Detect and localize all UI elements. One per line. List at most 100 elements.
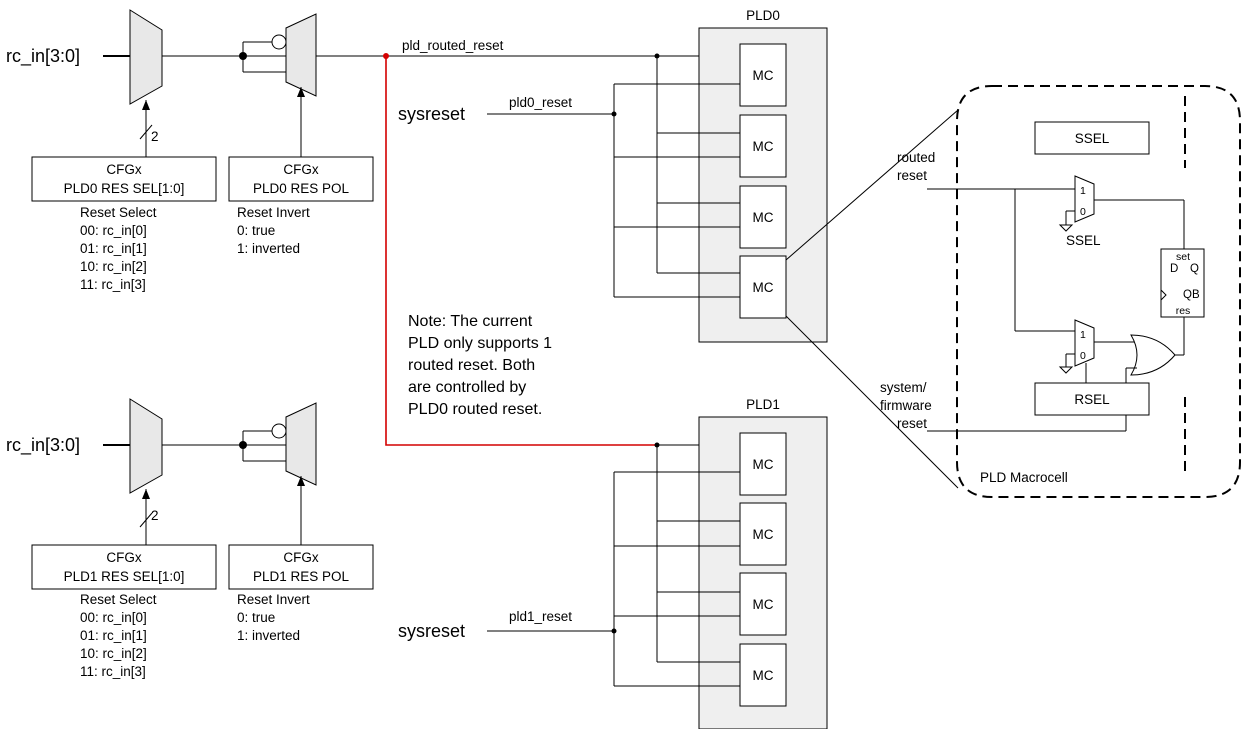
ff-res-label: res — [1176, 305, 1191, 317]
pld0-mc-1 — [739, 43, 787, 107]
note-line-3: routed reset. Both — [408, 357, 535, 374]
top-reset-path: rc_in[3:0] pld_routed_reset 2 CFGx PLD0 … — [6, 9, 740, 292]
bottom-select-legend-00: 00: rc_in[0] — [80, 610, 147, 625]
routing-note: Note: The current PLD only supports 1 ro… — [408, 313, 552, 418]
pld1-mc-1 — [739, 432, 787, 496]
top-select-mux — [129, 9, 163, 105]
system-reset-label-3: reset — [897, 416, 927, 431]
bottom-select-legend-11: 11: rc_in[3] — [80, 664, 146, 679]
set-mux-in1: 1 — [1080, 185, 1086, 197]
ff-q-label: Q — [1190, 263, 1199, 275]
rsel-box — [1034, 382, 1150, 416]
pld0-reset-signal: pld0_reset — [509, 95, 572, 110]
pld0-mc-3 — [739, 185, 787, 249]
ssel-box-label: SSEL — [1075, 131, 1110, 146]
ssel-mux-label: SSEL — [1066, 233, 1101, 248]
pld0-mc-4-label: MC — [753, 280, 774, 295]
bottom-select-legend-title: Reset Select — [80, 592, 157, 607]
top-select-legend-01: 01: rc_in[1] — [80, 241, 147, 256]
ff-set-label: set — [1176, 251, 1190, 263]
pld0-title: PLD0 — [746, 8, 780, 23]
pld1-mc-1-label: MC — [753, 457, 774, 472]
pld1-reset-signal: pld1_reset — [509, 609, 572, 624]
top-bus-width: 2 — [151, 129, 159, 144]
bottom-sel-cfg-line1: CFGx — [106, 550, 141, 565]
ssel-box — [1034, 121, 1150, 155]
note-line-1: Note: The current — [408, 313, 533, 330]
or-gate — [1130, 334, 1176, 376]
bottom-pol-cfg-line2: PLD1 RES POL — [253, 569, 350, 584]
sysreset-top-label: sysreset — [398, 104, 465, 124]
ff-qb-label: QB — [1183, 289, 1200, 301]
note-line-5: PLD0 routed reset. — [408, 401, 542, 418]
reset-mux-in1: 1 — [1080, 329, 1086, 341]
top-invert-mux — [285, 13, 317, 97]
macrocell-detail: SSEL routed reset 1 0 SSEL set D Q QB re… — [880, 85, 1241, 498]
flip-flop — [1160, 248, 1205, 318]
system-reset-label-1: system/ — [880, 380, 927, 395]
pld0-mc-1-label: MC — [753, 68, 774, 83]
bottom-invert-legend-title: Reset Invert — [237, 592, 310, 607]
note-line-4: are controlled by — [408, 379, 526, 396]
top-pol-config-box — [228, 156, 374, 202]
top-invert-legend-1: 1: inverted — [237, 241, 300, 256]
routed-signal-label: pld_routed_reset — [402, 38, 504, 53]
top-select-legend-title: Reset Select — [80, 205, 157, 220]
top-pol-cfg-line2: PLD0 RES POL — [253, 181, 350, 196]
pld0-mc-2-label: MC — [753, 139, 774, 154]
top-invert-legend-title: Reset Invert — [237, 205, 310, 220]
reset-ground-icon — [1058, 366, 1074, 374]
pld1-block: PLD1 MC MC MC MC sysreset pld1_reset — [398, 397, 828, 729]
pld0-mc-3-label: MC — [753, 210, 774, 225]
top-select-legend-11: 11: rc_in[3] — [80, 277, 146, 292]
top-pol-cfg-line1: CFGx — [283, 162, 318, 177]
top-input-label: rc_in[3:0] — [6, 46, 80, 67]
set-mux — [1074, 175, 1095, 223]
bottom-pol-config-box — [228, 544, 374, 590]
bottom-invert-legend-0: 0: true — [237, 610, 275, 625]
pld1-mc-4 — [739, 643, 787, 707]
bottom-select-legend-10: 10: rc_in[2] — [80, 646, 147, 661]
note-line-2: PLD only supports 1 — [408, 335, 552, 352]
top-invert-legend-0: 0: true — [237, 223, 275, 238]
bottom-bus-width: 2 — [151, 508, 159, 523]
pld0-block: PLD0 MC MC MC MC sysreset pld0_reset — [398, 8, 828, 343]
routed-reset-label-2: reset — [897, 168, 927, 183]
bottom-select-legend-01: 01: rc_in[1] — [80, 628, 147, 643]
macrocell-dashed-border — [956, 85, 1241, 498]
top-sel-cfg-line2: PLD0 RES SEL[1:0] — [64, 181, 185, 196]
top-invert-bubble — [271, 34, 287, 50]
ff-d-label: D — [1170, 263, 1178, 275]
set-mux-in0: 0 — [1080, 206, 1086, 218]
macrocell-caption: PLD Macrocell — [980, 470, 1068, 485]
bottom-pol-cfg-line1: CFGx — [283, 550, 318, 565]
shared-routed-reset-wire — [385, 56, 657, 446]
top-sel-config-box — [31, 156, 217, 202]
bottom-sel-config-box — [31, 544, 217, 590]
sysreset-bottom-label: sysreset — [398, 621, 465, 641]
bottom-invert-mux — [285, 402, 317, 486]
pld1-mc-2-label: MC — [753, 527, 774, 542]
bottom-invert-bubble — [271, 423, 287, 439]
top-select-legend-00: 00: rc_in[0] — [80, 223, 147, 238]
rsel-box-label: RSEL — [1074, 392, 1110, 407]
pld1-mc-2 — [739, 502, 787, 566]
pld1-title: PLD1 — [746, 397, 780, 412]
pld1-mc-4-label: MC — [753, 668, 774, 683]
pld1-mc-3 — [739, 572, 787, 636]
top-sel-cfg-line1: CFGx — [106, 162, 141, 177]
bottom-reset-path: rc_in[3:0] 2 CFGx PLD1 RES SEL[1:0] CFGx… — [6, 398, 374, 679]
bottom-input-label: rc_in[3:0] — [6, 435, 80, 456]
system-reset-label-2: firmware — [880, 398, 932, 413]
reset-mux — [1074, 319, 1095, 367]
bottom-invert-legend-1: 1: inverted — [237, 628, 300, 643]
pld1-mc-3-label: MC — [753, 597, 774, 612]
bottom-select-mux — [129, 398, 163, 494]
bottom-sel-cfg-line2: PLD1 RES SEL[1:0] — [64, 569, 185, 584]
set-ground-icon — [1058, 224, 1074, 232]
pld0-mc-4 — [739, 255, 787, 319]
routed-reset-label-1: routed — [897, 150, 935, 165]
top-select-legend-10: 10: rc_in[2] — [80, 259, 147, 274]
pld0-mc-2 — [739, 114, 787, 178]
